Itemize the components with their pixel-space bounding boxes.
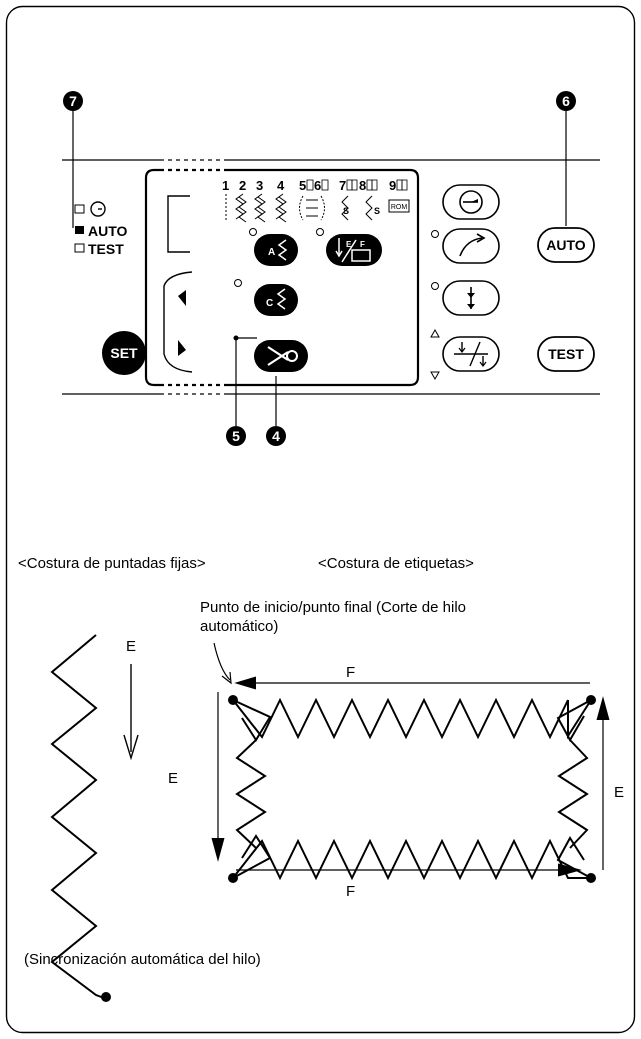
caption-start-end: Punto de inicio/punto final (Corte de hi… (200, 599, 467, 616)
svg-text:6: 6 (562, 93, 570, 109)
test-button[interactable]: TEST (537, 336, 595, 372)
panel-frame-right (228, 168, 420, 387)
svg-text:4: 4 (272, 428, 280, 444)
svg-text:5: 5 (232, 428, 240, 444)
caption-label-sewing: <Costura de etiquetas> (318, 555, 474, 572)
needle-down-button[interactable] (442, 280, 500, 316)
pattern-a-button[interactable]: A (254, 234, 298, 266)
svg-text:8: 8 (359, 178, 366, 193)
auto-button[interactable]: AUTO (537, 227, 595, 263)
led (316, 228, 324, 236)
down-arrows-icon (467, 287, 475, 309)
svg-text:7: 7 (69, 93, 77, 109)
led (234, 279, 242, 287)
updown-indicator (430, 328, 440, 381)
svg-text:TEST: TEST (548, 346, 584, 362)
svg-text:E: E (126, 638, 136, 655)
svg-text:3: 3 (256, 178, 263, 193)
svg-text:C: C (266, 298, 273, 309)
svg-text:E: E (614, 784, 624, 801)
thread-trimmer-button[interactable] (254, 340, 308, 372)
timer-button[interactable] (442, 184, 500, 220)
svg-text:1: 1 (222, 178, 229, 193)
svg-text:SET: SET (110, 345, 138, 361)
svg-text:2: 2 (239, 178, 246, 193)
svg-text:5: 5 (299, 178, 306, 193)
callout-4: 4 (266, 376, 286, 446)
led-legend: AUTO TEST (74, 201, 128, 257)
svg-text:S: S (374, 206, 380, 216)
callout-7: 7 (63, 91, 83, 228)
svg-text:S: S (343, 206, 349, 216)
svg-text:E: E (168, 770, 178, 787)
svg-text:F: F (346, 664, 355, 681)
caption-fixed-stitch: <Costura de puntadas fijas> (18, 555, 206, 572)
clock-icon (459, 190, 483, 214)
set-button[interactable]: SET (102, 331, 146, 375)
svg-text:E: E (346, 240, 352, 249)
svg-text:AUTO: AUTO (88, 223, 128, 239)
caption-start-end-2: automático) (200, 618, 279, 635)
ef-switch-button[interactable]: E F (326, 234, 382, 266)
caption-sync: (Sincronización automática del hilo) (24, 951, 261, 968)
svg-text:4: 4 (277, 178, 285, 193)
svg-text:F: F (360, 240, 365, 249)
led (431, 282, 439, 290)
svg-text:AUTO: AUTO (546, 237, 586, 253)
curved-arrow-icon (459, 237, 483, 257)
svg-text:F: F (346, 883, 355, 900)
svg-text:6: 6 (314, 178, 321, 193)
scissors-icon (267, 346, 298, 366)
led (431, 230, 439, 238)
page-frame (5, 5, 636, 1034)
rom-indicator: ROM (391, 204, 408, 211)
presser-up-button[interactable] (442, 228, 500, 264)
svg-text:TEST: TEST (88, 241, 124, 257)
callout-6: 6 (556, 91, 576, 226)
needle-icon (454, 341, 488, 367)
label-sewing-diagram: F E E F (168, 642, 624, 900)
svg-text:9: 9 (389, 178, 396, 193)
needle-position-button[interactable] (442, 336, 500, 372)
led (249, 228, 257, 236)
fixed-stitch-diagram: E (50, 634, 139, 1002)
svg-text:A: A (268, 247, 275, 258)
pattern-pictograms (225, 193, 373, 223)
pattern-indicator-row: 1 2 3 4 5 6 7 8 9 (222, 178, 408, 193)
svg-text:7: 7 (339, 178, 346, 193)
callout-5: 5 (226, 335, 257, 446)
pattern-c-button[interactable]: C (254, 284, 298, 316)
panel-frame-left (144, 168, 160, 387)
